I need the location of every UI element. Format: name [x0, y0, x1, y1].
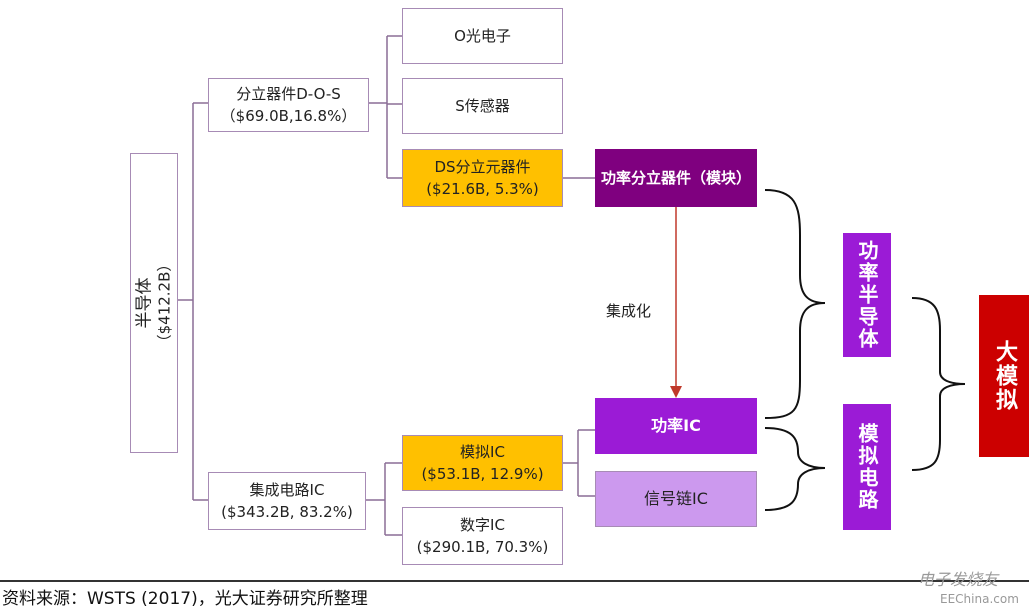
digital-name: 数字IC: [460, 516, 505, 534]
ic-value: ($343.2B, 83.2%): [221, 503, 353, 521]
power-semiconductor-box: 功率半导体: [843, 233, 891, 357]
dos-value: （$69.0B,16.8%）: [220, 107, 357, 125]
power-discrete-name: 功率分立器件（模块）: [600, 169, 751, 187]
optical-box: O光电子: [402, 8, 563, 64]
dos-name: 分立器件D-O-S: [236, 85, 341, 103]
power-ic-name: 功率IC: [651, 416, 701, 435]
sensor-box: S传感器: [402, 78, 563, 134]
root-name: 半导体: [134, 277, 154, 329]
integration-label: 集成化: [606, 302, 652, 320]
watermark-site: EEChina.com: [940, 592, 1019, 606]
root-value: （$412.2B）: [155, 256, 173, 350]
integrated-circuit-box: 集成电路IC ($343.2B, 83.2%): [208, 472, 366, 530]
watermark-logo: 电子发烧友: [918, 570, 999, 589]
big-analog-box: 大模拟: [979, 295, 1029, 457]
analog-name: 模拟IC: [460, 443, 505, 461]
discrete-name: DS分立元器件: [434, 158, 531, 176]
source-note: 资料来源：WSTS (2017)，光大证券研究所整理: [2, 589, 368, 609]
analog-circuit-name: 模拟电路: [855, 423, 879, 511]
analog-circuit-box: 模拟电路: [843, 404, 891, 530]
analog-value: ($53.1B, 12.9%): [421, 465, 544, 483]
optical-name: O光电子: [454, 27, 511, 45]
footer-divider: [0, 580, 1029, 582]
power-semi-name: 功率半导体: [855, 240, 879, 350]
signal-chain-ic-box: 信号链IC: [595, 471, 757, 527]
discrete-components-box: DS分立元器件 ($21.6B, 5.3%): [402, 149, 563, 207]
root-semiconductor-box: 半导体 （$412.2B）: [130, 153, 178, 453]
digital-value: ($290.1B, 70.3%): [416, 538, 549, 556]
big-analog-name: 大模拟: [992, 340, 1017, 412]
ic-name: 集成电路IC: [249, 481, 325, 499]
sensor-name: S传感器: [455, 97, 510, 115]
discrete-value: ($21.6B, 5.3%): [426, 180, 539, 198]
signal-ic-name: 信号链IC: [644, 489, 708, 508]
analog-ic-box: 模拟IC ($53.1B, 12.9%): [402, 435, 563, 491]
discrete-dos-box: 分立器件D-O-S （$69.0B,16.8%）: [208, 78, 369, 132]
power-discrete-box: 功率分立器件（模块）: [595, 149, 757, 207]
digital-ic-box: 数字IC ($290.1B, 70.3%): [402, 507, 563, 565]
power-ic-box: 功率IC: [595, 398, 757, 454]
